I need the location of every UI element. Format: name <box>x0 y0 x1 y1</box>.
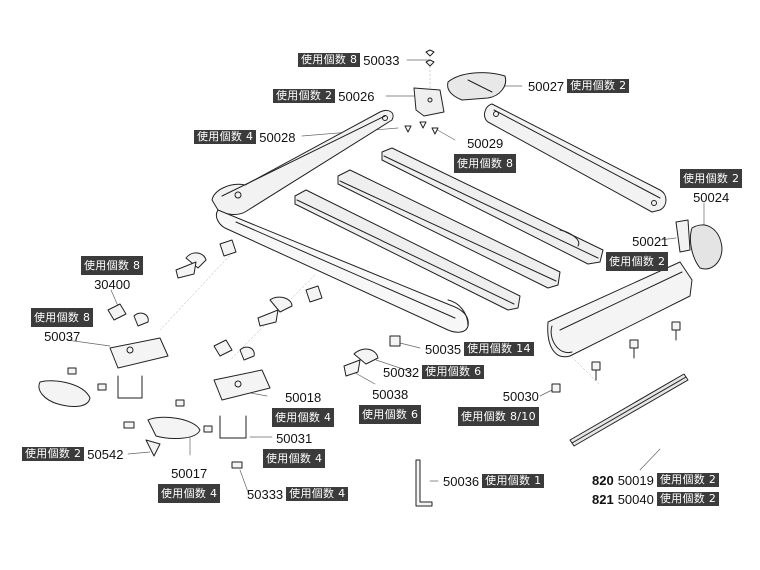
usage-tag: 使用個数 8 <box>454 154 517 173</box>
part-number: 50027 <box>528 78 565 94</box>
part-number: 50018 <box>285 390 322 405</box>
usage-tag: 使用個数 1 <box>482 474 545 488</box>
part-number: 30400 <box>94 277 131 292</box>
part-label-50024: 使用個数 2 50024 <box>680 169 743 205</box>
part-number: 50029 <box>467 136 504 151</box>
part-number: 50030 <box>502 389 539 404</box>
usage-tag: 使用個数 4 <box>158 484 221 503</box>
part-label-50026: 使用個数 2 50026 <box>273 89 377 103</box>
usage-tag: 使用個数 4 <box>263 449 326 468</box>
part-number: 50024 <box>693 190 730 205</box>
part-number: 50019 <box>617 472 654 488</box>
part-label-50037: 使用個数 8 50037 <box>31 308 94 344</box>
part-label-50027: 50027 使用個数 2 <box>525 78 630 94</box>
part-label-50040: 821 50040 使用個数 2 <box>592 491 720 507</box>
usage-tag: 使用個数 8 <box>298 53 361 67</box>
part-label-50333: 50333 使用個数 4 <box>244 486 349 502</box>
part-number: 50035 <box>425 341 462 357</box>
part-label-50021: 50021 使用個数 2 <box>606 234 669 271</box>
usage-tag: 使用個数 8/10 <box>458 407 539 426</box>
model-number: 821 <box>592 491 614 507</box>
part-label-30400: 使用個数 8 30400 <box>81 256 144 292</box>
part-label-50542: 使用個数 2 50542 <box>22 447 126 461</box>
part-label-50033: 使用個数 8 50033 <box>298 53 402 67</box>
part-label-50038: 50038 使用個数 6 <box>359 387 422 424</box>
clamp-parts-middle <box>213 285 401 469</box>
clamp-parts-left <box>38 239 237 457</box>
end-caps <box>447 72 723 270</box>
usage-tag: 使用個数 8 <box>31 308 94 327</box>
part-label-50035: 50035 使用個数 14 <box>422 342 534 356</box>
usage-tag: 使用個数 2 <box>22 447 85 461</box>
part-number: 50037 <box>44 329 81 344</box>
part-label-50018: 50018 使用個数 4 <box>272 390 335 427</box>
part-label-50029: 50029 使用個数 8 <box>454 136 517 173</box>
usage-tag: 使用個数 2 <box>680 169 743 188</box>
part-label-50019: 820 50019 使用個数 2 <box>592 472 720 488</box>
part-number: 50028 <box>259 129 296 145</box>
part-label-50030: 50030 使用個数 8/10 <box>458 389 539 426</box>
part-number: 50031 <box>276 431 313 446</box>
usage-tag: 使用個数 2 <box>656 492 720 506</box>
bracket-50026 <box>413 49 445 117</box>
usage-tag: 使用個数 4 <box>194 130 257 144</box>
left-side-rail <box>211 109 469 333</box>
hex-key <box>415 459 433 507</box>
usage-tag: 使用個数 2 <box>567 79 630 93</box>
usage-tag: 使用個数 14 <box>464 342 534 356</box>
model-number: 820 <box>592 472 614 488</box>
part-number: 50026 <box>338 88 375 104</box>
part-number: 50038 <box>372 387 409 402</box>
usage-tag: 使用個数 6 <box>422 365 485 379</box>
bolts-fairing <box>551 321 681 393</box>
part-label-50028: 使用個数 4 50028 <box>194 130 298 144</box>
right-rear-rail <box>484 103 667 213</box>
usage-tag: 使用個数 2 <box>606 252 669 271</box>
small-screws <box>404 121 439 135</box>
usage-tag: 使用個数 2 <box>273 89 336 103</box>
part-label-50032: 50032 使用個数 6 <box>380 364 485 380</box>
usage-tag: 使用個数 8 <box>81 256 144 275</box>
seal-strip <box>569 373 689 447</box>
part-label-50017: 50017 使用個数 4 <box>158 466 221 503</box>
part-number: 50036 <box>443 473 480 489</box>
part-number: 50021 <box>632 234 669 249</box>
part-number: 50017 <box>171 466 208 481</box>
part-label-50036: 50036 使用個数 1 <box>440 473 545 489</box>
usage-tag: 使用個数 4 <box>286 487 349 501</box>
usage-tag: 使用個数 4 <box>272 408 335 427</box>
part-number: 50033 <box>363 52 400 68</box>
part-number: 50040 <box>617 491 654 507</box>
slats <box>294 147 604 311</box>
part-number: 50032 <box>383 364 420 380</box>
part-number: 50333 <box>247 486 284 502</box>
part-number: 50542 <box>87 446 124 462</box>
usage-tag: 使用個数 2 <box>656 473 720 487</box>
usage-tag: 使用個数 6 <box>359 405 422 424</box>
front-fairing <box>547 261 693 358</box>
part-label-50031: 50031 使用個数 4 <box>263 431 326 468</box>
